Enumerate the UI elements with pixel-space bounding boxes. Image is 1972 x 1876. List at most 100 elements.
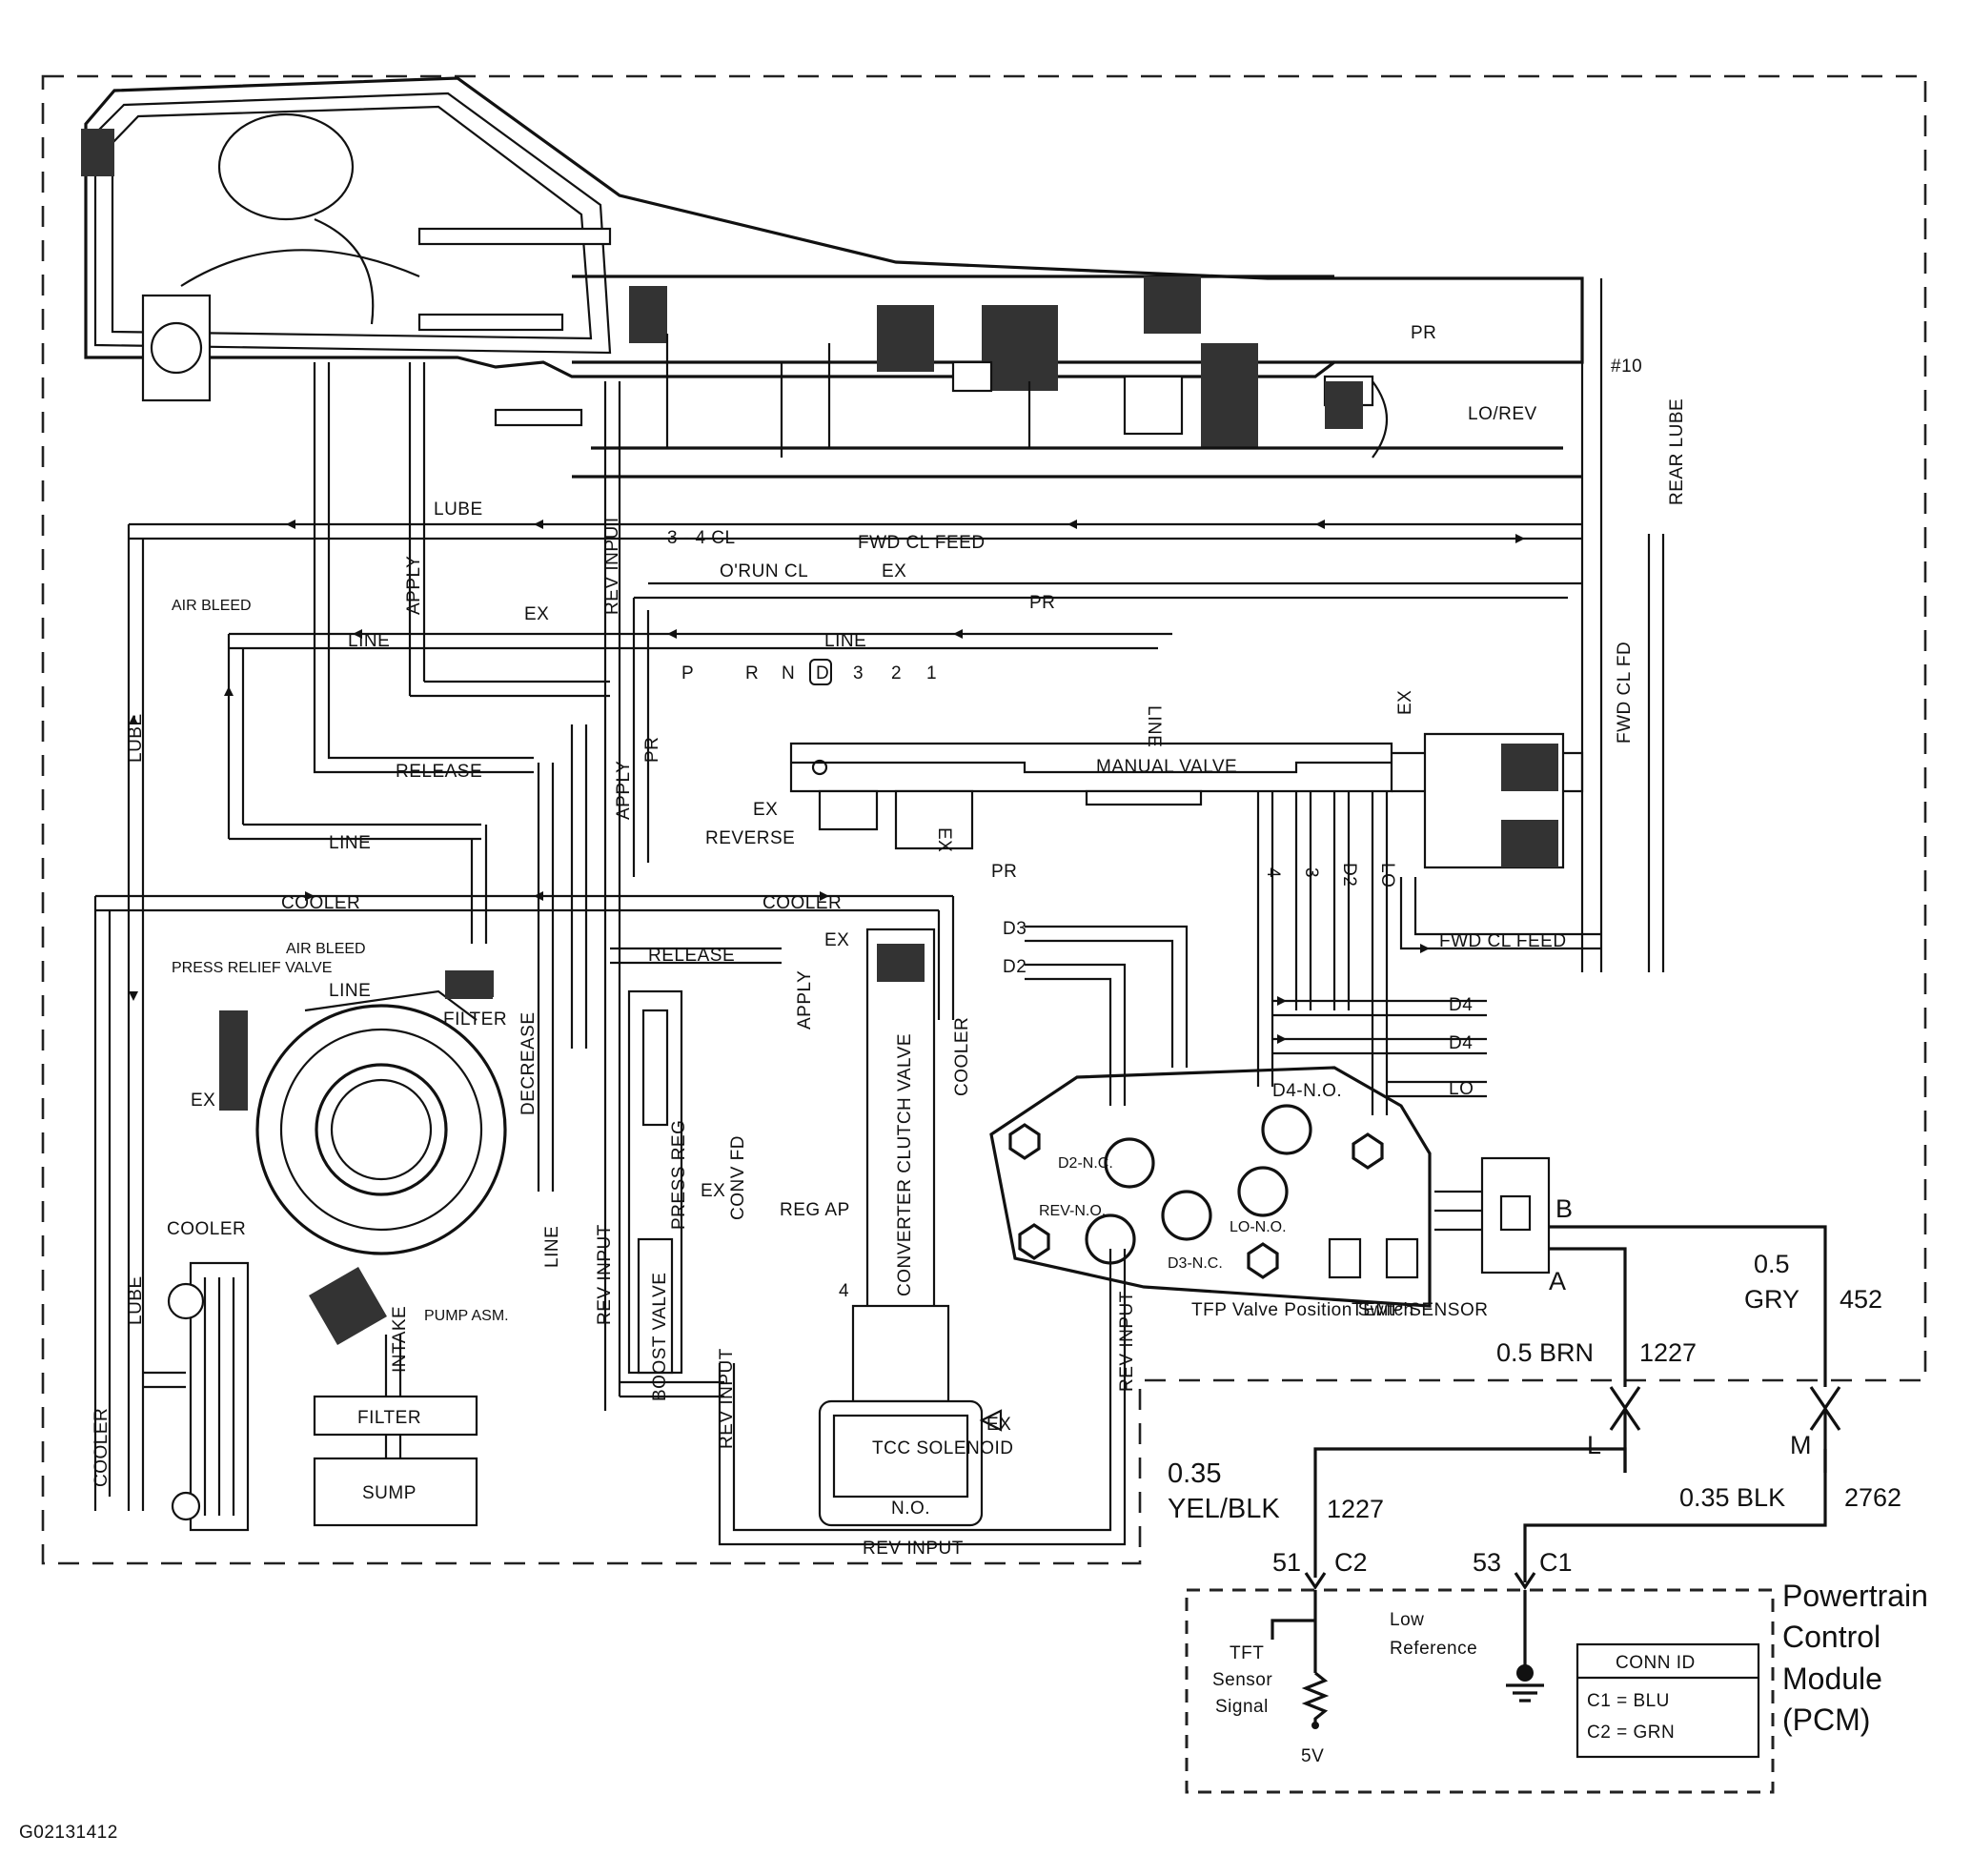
hydraulic-passages [93,278,1665,1546]
label-rev-input-bottom: REV INPUT [863,1539,964,1559]
label-ccv: CONVERTER CLUTCH VALVE [895,1033,915,1296]
label-lube-left: LUBE [126,713,146,763]
label-lo: LO [1449,1079,1474,1099]
wiring-lines [1304,1225,1841,1590]
label-pr-bottom: PR [991,862,1017,882]
label-filter-box: FILTER [357,1408,421,1428]
pcm-title-1: Powertrain [1782,1579,1928,1613]
hydraulic-text: PR #10 LO/REV REAR LUBE LUBE APPLY REV I… [91,323,1687,1559]
label-ex-top: EX [524,604,549,624]
label-reverse: REVERSE [705,828,795,848]
label-rev-input-right: REV INPUT [1117,1291,1137,1392]
label-pr-mid: PR [1029,593,1055,613]
port-4: 4 [1263,867,1283,878]
pcm-title-2: Control [1782,1620,1881,1654]
label-air-bleed-pump: AIR BLEED [286,941,366,957]
label-line-lower: LINE [542,1226,562,1268]
label-temp-sensor: TEMP SENSOR [1352,1300,1488,1320]
pcm-boundary [1185,1588,1775,1794]
connector-c2: C2 [1334,1548,1368,1577]
port-lo: LO [1377,863,1397,887]
conn-m: M [1790,1431,1812,1459]
wire-brn-circuit: 1227 [1639,1338,1697,1367]
label-lube-lower: LUBE [126,1275,146,1325]
label-apply-top: APPLY [404,556,424,615]
gear-3: 3 [853,663,864,683]
wire-blk-circuit: 2762 [1844,1483,1901,1512]
label-air-bleed-top: AIR BLEED [172,598,252,614]
label-pr: PR [1411,323,1436,343]
pcm-text: Powertrain Control Module (PCM) TFT Sens… [1212,1579,1928,1766]
label-manual-valve: MANUAL VALVE [1096,757,1237,777]
five-v: 5V [1301,1746,1324,1766]
converter-clutch-valve [851,928,950,1403]
conn-id-c1: C1 = BLU [1587,1691,1670,1711]
tft-line-3: Signal [1215,1697,1269,1717]
manual-valve-body [789,732,1584,869]
conn-id-c2: C2 = GRN [1587,1723,1675,1743]
label-d2-nc: D2-N.C. [1058,1155,1113,1172]
tft-line-1: TFT [1230,1643,1264,1663]
label-d3: D3 [1003,919,1027,939]
label-apply-ccv: APPLY [795,970,815,1030]
component-boundary [41,74,1927,1565]
gear-n: N [782,663,795,683]
label-n-o: N.O. [891,1499,930,1519]
gear-2: 2 [891,663,902,683]
label-apply-mid: APPLY [614,761,634,820]
label-ex-orun: EX [882,561,906,581]
label-line-top: LINE [348,631,390,651]
label-intake: INTAKE [390,1306,410,1373]
low-ref-1: Low [1390,1610,1424,1630]
conn-l: L [1587,1431,1601,1459]
filter-screen [446,970,494,997]
label-rev-input-boost: REV INPUT [717,1348,737,1449]
tcc-solenoid-body [818,1399,1003,1527]
port-d2: D2 [1339,863,1359,887]
port-3: 3 [1301,867,1321,878]
pressure-reg-valve [627,989,683,1375]
sump-box [313,1457,478,1527]
label-rev-no: REV-N.O. [1039,1203,1106,1219]
label-line-mv: LINE [824,631,866,651]
label-orun-cl: O'RUN CL [720,561,808,581]
low-ref-2: Reference [1390,1639,1477,1659]
pin-53: 53 [1473,1548,1501,1577]
label-pump-asm: PUMP ASM. [424,1308,509,1324]
connector-c1: C1 [1539,1548,1573,1577]
label-d2: D2 [1003,957,1027,977]
pcm-internals [1271,1590,1760,1759]
label-d4-b: D4 [1449,1033,1473,1053]
filter-box [313,1395,478,1437]
label-lo-rev: LO/REV [1468,404,1537,424]
label-press-reg: PRESS REG [669,1120,689,1230]
gear-1: 1 [926,663,937,683]
pcm-title-3: Module [1782,1662,1882,1696]
label-cooler-side: COOLER [167,1219,246,1239]
label-fwd-cl-fd: FWD CL FD [1615,642,1635,744]
label-tcc-solenoid: TCC SOLENOID [872,1438,1014,1458]
label-cooler-top: COOLER [281,893,360,913]
gear-p: P [681,663,694,683]
label-cooler-ccv: COOLER [952,1017,972,1096]
label-line-vertical: LINE [1144,705,1164,747]
wiring-text: B A 0.5 GRY 452 0.5 BRN 1227 L M 0.35 YE… [1168,1194,1901,1577]
pin-a: A [1549,1267,1566,1295]
label-ex-mv: EX [1395,690,1415,715]
label-lo-no: LO-N.O. [1230,1219,1287,1235]
cooler-unit [143,1261,250,1532]
wire-gry-circuit: 452 [1840,1285,1882,1314]
label-rev-input-left: REV INPUT [595,1224,615,1325]
label-d3-nc: D3-N.C. [1168,1255,1223,1272]
flow-arrows [129,520,1525,1044]
label-lube-top: LUBE [434,500,483,520]
wire-gry-size: 0.5 [1754,1250,1790,1278]
label-ex-reverse: EX [753,800,778,820]
label-d4-a: D4 [1449,995,1473,1015]
tfp-switch-body [989,1066,1551,1308]
label-line-mid: LINE [329,833,371,853]
label-line-pump: LINE [329,981,371,1001]
label-boost-valve: BOOST VALVE [650,1273,670,1401]
label-check-4: 4 [839,1281,849,1301]
